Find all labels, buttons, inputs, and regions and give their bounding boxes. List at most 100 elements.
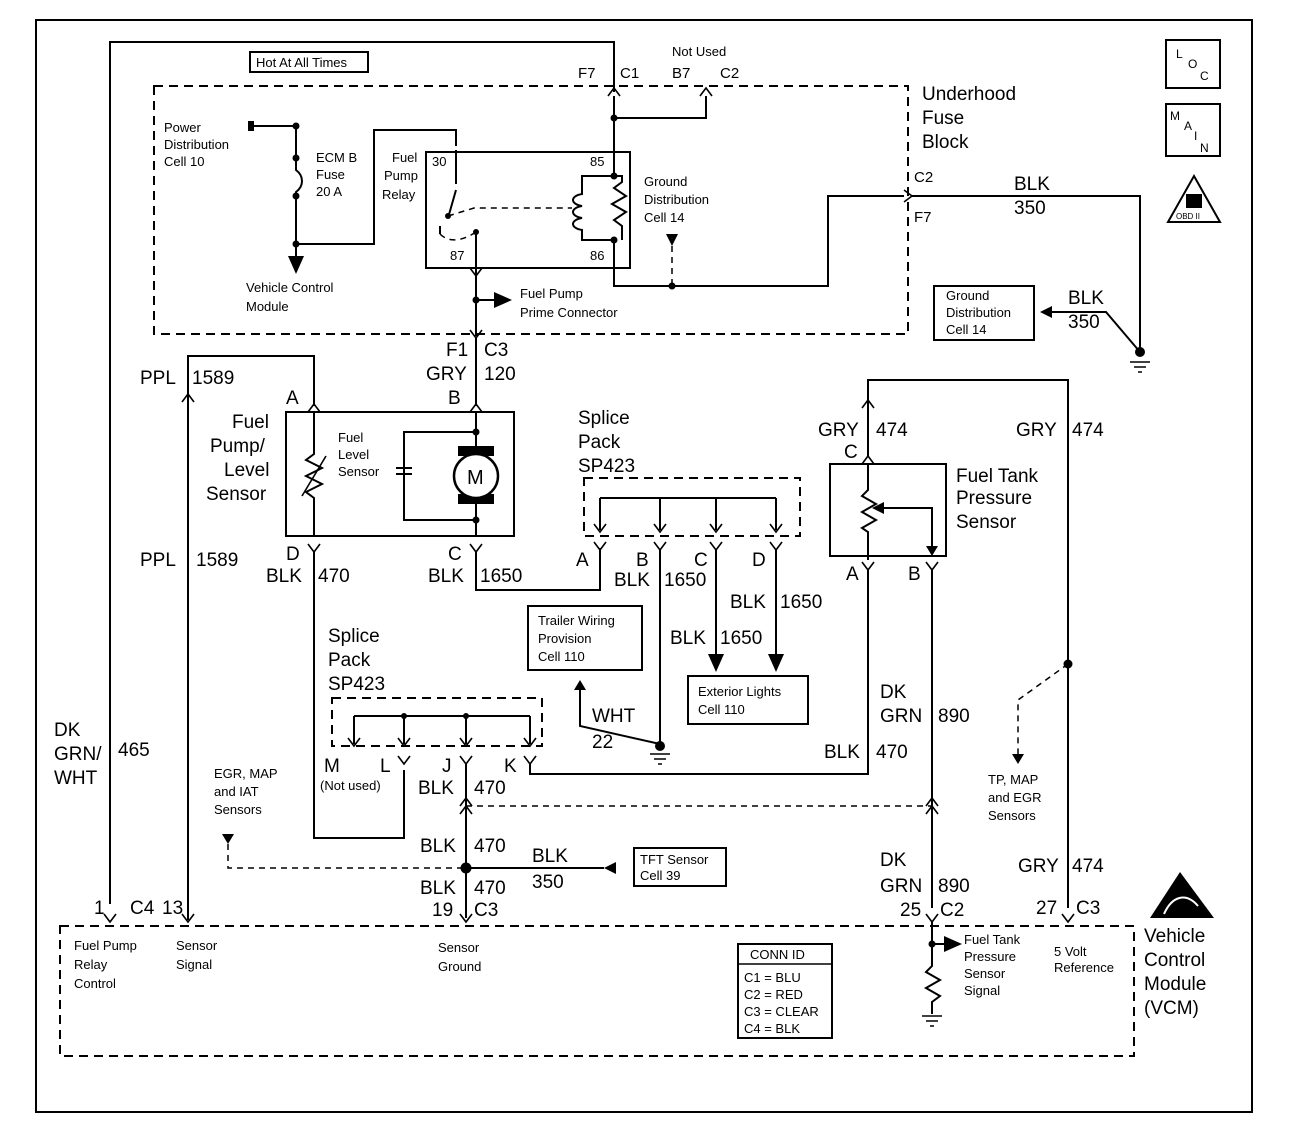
trailer-arrow (574, 680, 586, 690)
pump-pin-a: A (286, 388, 299, 409)
svg-text:C2 = RED: C2 = RED (744, 987, 803, 1002)
wire-86-to-c2 (613, 195, 904, 287)
relay-pin-87: 87 (450, 248, 464, 263)
svg-text:CONN ID: CONN ID (750, 947, 805, 962)
svg-text:M: M (1170, 109, 1180, 123)
sp-pin-c: C (694, 550, 708, 571)
svg-text:C: C (1200, 69, 1209, 83)
ppl-top-number: 1589 (192, 368, 234, 389)
motor-icon: M (452, 446, 500, 504)
pump-conn-a (307, 402, 321, 413)
connector-87 (469, 267, 483, 278)
f7-label: F7 (578, 65, 596, 82)
not-used-m-label: (Not used) (320, 778, 381, 793)
c3-pump-label: C3 (484, 340, 508, 361)
relay-switch-dash (447, 207, 572, 217)
blk-350-top-number: 350 (1014, 198, 1046, 219)
trailer-wiring-box (527, 605, 643, 671)
ground-box-label-3: Cell 14 (946, 322, 986, 337)
gry-474-right-number: 474 (1072, 420, 1104, 441)
blk-470-c-color: BLK (420, 836, 456, 857)
trailer-label-1: Trailer Wiring (538, 613, 615, 628)
n120-label: 120 (484, 364, 516, 385)
vcm-pin-25: 25 (900, 900, 921, 921)
wire-ppl-1589 (187, 355, 315, 920)
pump-capacitor (396, 467, 412, 475)
relay-label-1: Fuel (392, 150, 417, 165)
n890-label: 890 (938, 706, 970, 727)
wire-ground-leader (1052, 311, 1141, 353)
blk-1650-d-number: 1650 (780, 592, 822, 613)
vcm-sg-2: Ground (438, 959, 481, 974)
vcm-title-3: Module (1144, 974, 1206, 995)
gry-474-right-color: GRY (1016, 420, 1057, 441)
blk-350-tft-color: BLK (532, 846, 568, 867)
sp-pin-d: D (752, 550, 766, 571)
underhood-fuse-block (153, 85, 909, 335)
vcm-sg-1: Sensor (438, 940, 480, 955)
ftp-conn-top (861, 398, 875, 409)
ftp-label-1: Fuel Tank (956, 466, 1039, 487)
hot-at-all-times-label: Hot At All Times (256, 55, 348, 70)
exterior-lights-box (687, 675, 809, 725)
connector-b7 (699, 86, 713, 97)
blk-470-a-color: BLK (266, 566, 302, 587)
ftp-pin-a: A (846, 564, 859, 585)
svg-text:L: L (1176, 47, 1183, 61)
svg-text:OBD II: OBD II (1176, 212, 1200, 221)
ppl-mid-number: 1589 (196, 550, 238, 571)
svg-text:A: A (1184, 119, 1192, 133)
fls-label-1: Fuel (338, 430, 363, 445)
dk-grn-890-b2: GRN (880, 876, 922, 897)
c2-right-label: C2 (914, 169, 933, 186)
underhood-label-1: Underhood (922, 84, 1016, 105)
tp-dash (1017, 663, 1069, 754)
sp-bot-arrows (347, 737, 537, 748)
blk-470-a-number: 470 (318, 566, 350, 587)
sp-bot-label-3: SP423 (328, 674, 385, 695)
fuel-pump-level-sensor (285, 411, 515, 537)
svg-text:C1 = BLU: C1 = BLU (744, 970, 801, 985)
blk-470-ftp-number: 470 (876, 742, 908, 763)
ftp-label-3: Sensor (956, 512, 1017, 533)
dk-grn-wht-3: WHT (54, 768, 98, 789)
vehicle-control-module-label-2: Module (246, 299, 289, 314)
blk-470-c-number: 470 (474, 836, 506, 857)
vcm-ftp-1: Fuel Tank (964, 932, 1021, 947)
splice-pack-top-bus (599, 497, 777, 530)
tft-label-2: Cell 39 (640, 868, 680, 883)
dk-grn-890-b1: DK (880, 850, 907, 871)
ppl-connector-top (181, 392, 195, 403)
svg-text:C3 = CLEAR: C3 = CLEAR (744, 1004, 819, 1019)
c1-label: C1 (620, 65, 639, 82)
fls-label-2: Level (338, 447, 369, 462)
power-distribution-label-1: Power (164, 120, 202, 135)
vcm-ss-1: Sensor (176, 938, 218, 953)
sp-bot-label-2: Pack (328, 650, 371, 671)
vcm-pin-27: 27 (1036, 898, 1057, 919)
svg-text:O: O (1188, 57, 1197, 71)
pump-pin-d: D (286, 544, 300, 565)
prime-label-1: Fuel Pump (520, 286, 583, 301)
relay-label-2: Pump (384, 168, 418, 183)
gry-474-ftp-color: GRY (818, 420, 859, 441)
vcm-pin-13: 13 (162, 898, 183, 919)
vcm-pin-1: 1 (94, 898, 105, 919)
ppl-mid-color: PPL (140, 550, 176, 571)
connector-f7 (607, 86, 621, 97)
vcm-c2: C2 (940, 900, 964, 921)
relay-switch (439, 150, 477, 274)
pump-conn-d (307, 543, 321, 554)
ground-distribution-label-1: Ground (644, 174, 687, 189)
vehicle-control-module-label-1: Vehicle Control (246, 280, 334, 295)
ground-box-label-2: Distribution (946, 305, 1011, 320)
vcm-ground-symbol (922, 1015, 942, 1027)
trailer-label-2: Provision (538, 631, 591, 646)
relay-coil (572, 150, 615, 274)
sp-pin-j: J (442, 756, 452, 777)
vcm-title-4: (VCM) (1144, 998, 1199, 1019)
blk-1650-a-color: BLK (428, 566, 464, 587)
wire-blk-470-ftp (529, 570, 869, 775)
pump-label-2: Pump/ (210, 436, 266, 457)
tft-label-1: TFT Sensor (640, 852, 709, 867)
